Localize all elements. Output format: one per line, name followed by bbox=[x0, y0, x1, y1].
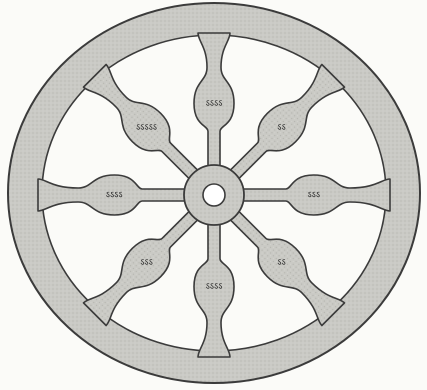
spoke-label-top: ऽऽऽऽ bbox=[206, 99, 223, 109]
spoke-label-bottom: ऽऽऽऽ bbox=[206, 282, 223, 292]
spoke-label-bottom-left: ऽऽऽ bbox=[140, 258, 153, 268]
spoke-label-top-left: ऽऽऽऽऽ bbox=[136, 123, 157, 133]
spoke-label-left: ऽऽऽऽ bbox=[106, 191, 123, 201]
spoke-label-top-right: ऽऽ bbox=[277, 123, 285, 133]
wheel-hub bbox=[184, 165, 244, 225]
spoke-label-bottom-right: ऽऽ bbox=[277, 258, 285, 268]
spoke-label-right: ऽऽऽ bbox=[307, 191, 320, 201]
